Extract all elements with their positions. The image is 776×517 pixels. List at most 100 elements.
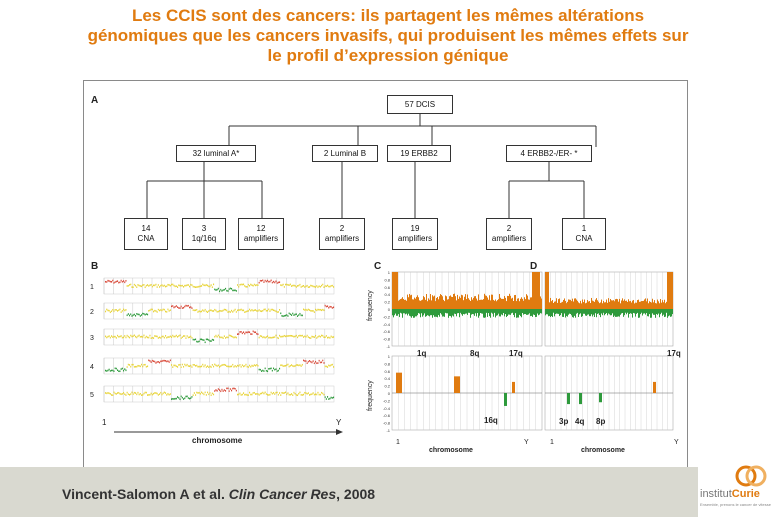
loss-peak [504,393,507,406]
tree-node-erbb2-neg: 4 ERBB2-/ER- * [506,145,592,162]
probe-point [303,284,305,287]
probe-point [277,311,279,313]
probe-point [159,336,161,339]
probe-point [199,310,201,313]
gain-bar [470,300,471,309]
probe-point [220,288,222,291]
probe-point [196,286,198,288]
loss-bar [418,309,419,314]
gain-bar [559,298,560,309]
gain-bar [442,296,443,309]
probe-point [227,387,229,390]
row-label: 4 [90,364,94,371]
probe-point [121,393,123,395]
loss-bar [481,309,482,314]
probe-point [331,363,333,366]
probe-point [323,286,325,289]
loss-bar [636,309,637,314]
probe-point [189,365,191,368]
probe-point [253,331,255,334]
probe-point [244,393,246,396]
probe-point [324,304,326,307]
loss-bar [476,309,477,317]
probe-point [139,335,141,338]
loss-peak [579,393,582,405]
loss-bar [614,309,615,316]
probe-point [156,335,158,338]
probe-point [312,392,314,394]
row-label: 5 [90,392,94,399]
probe-point [299,283,301,286]
probe-point [274,309,276,312]
probe-point [301,363,303,366]
probe-point [233,387,235,390]
probe-point [306,284,308,287]
probe-point [321,309,323,312]
probe-point [135,284,137,287]
loss-bar [633,309,634,313]
leaf-count: 3 [201,224,207,233]
loss-bar [582,309,583,317]
probe-point [168,336,170,338]
loss-bar [629,309,630,314]
tree-connectors [146,114,597,218]
loss-bar [400,309,401,313]
probe-point [119,370,121,373]
loss-bar [522,309,523,314]
loss-bar [395,309,396,314]
probe-point [160,337,162,339]
probe-point [241,364,243,366]
loss-bar [468,309,469,313]
probe-point [289,313,291,316]
loss-bar [621,309,622,314]
loss-bar [605,309,606,315]
loss-bar [639,309,640,318]
probe-point [319,335,321,338]
probe-point [311,284,313,287]
panel-d-plots [544,271,674,431]
probe-point [309,309,311,311]
loss-bar [648,309,649,317]
probe-point [262,309,264,312]
probe-point [255,284,257,287]
probe-point [297,364,299,366]
probe-point [283,392,285,394]
probe-point [265,336,267,338]
probe-point [225,337,227,339]
probe-point [300,286,302,288]
gain-peak [396,372,402,393]
probe-point [113,335,115,338]
annotation-1q: 1q [417,349,427,358]
tree-leaf: 14 CNA [124,218,168,250]
probe-point [307,336,309,338]
probe-point [181,307,183,309]
probe-point [256,393,258,395]
probe-point [280,364,282,367]
probe-point [234,388,236,390]
gain-bar [650,301,651,309]
gain-bar [592,300,593,309]
probe-point [204,364,206,366]
probe-point [113,370,115,373]
probe-point [191,396,193,398]
probe-point [232,311,234,313]
probe-point [149,309,151,312]
loss-bar [563,309,564,317]
probe-point [130,365,132,368]
probe-point [237,284,239,286]
probe-point [175,334,177,337]
probe-point [201,365,203,368]
loss-bar [536,309,537,317]
gain-bar [435,301,436,309]
gain-bar [530,297,531,309]
probe-point [268,394,270,396]
probe-point [136,336,138,339]
probe-point [202,392,204,395]
loss-bar [473,309,474,315]
loss-bar [573,309,574,318]
probe-point [327,366,329,368]
probe-point [244,311,246,314]
gain-bar [578,302,579,309]
probe-point [291,335,293,337]
probe-point [210,309,212,312]
